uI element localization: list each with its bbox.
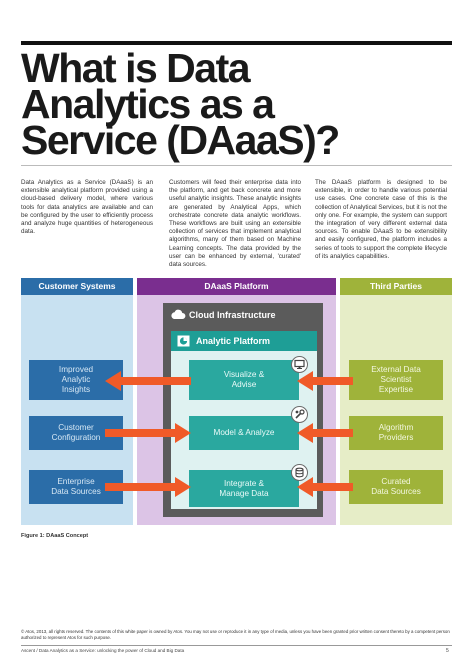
database-icon (291, 464, 308, 481)
figure-caption: Figure 1: DAaaS Concept (21, 533, 89, 539)
plat-box-3-line-2: Manage Data (219, 488, 269, 498)
arrow-algorithms-to-platform (297, 423, 353, 443)
page-title: What is Data Analytics as a Service (DAa… (21, 48, 461, 161)
intro-column-1: Data Analytics as a Service (DAaaS) is a… (21, 179, 153, 236)
third-box-3-line-2: Data Sources (371, 487, 421, 496)
title-line-3: Service (DAaaS)? (21, 117, 340, 163)
integrate-manage-box: Integrate &Manage Data (189, 470, 299, 507)
model-analyze-box: Model & Analyze (189, 416, 299, 450)
daaas-diagram: Customer Systems DAaaS Platform Third Pa… (21, 278, 452, 529)
footer-rule (21, 645, 452, 646)
cust-box-2-line-1: Customer (58, 423, 94, 432)
cloud-infrastructure-header: Cloud Infrastructure (163, 303, 323, 327)
page-number: 5 (446, 648, 449, 654)
top-rule (21, 41, 452, 45)
third-box-1-line-2: Scientist (380, 375, 412, 384)
plat-box-3-line-1: Integrate & (223, 478, 265, 488)
daaas-platform-header: DAaaS Platform (137, 278, 336, 295)
wrench-gear-icon (291, 406, 308, 423)
cust-box-1-line-2: Analytic (61, 375, 91, 384)
title-line-2: Analytics as a (21, 81, 275, 127)
analytic-platform-header: Analytic Platform (171, 331, 317, 351)
cust-box-1-line-1: Improved (58, 365, 94, 374)
cloud-infrastructure-label: Cloud Infrastructure (189, 310, 276, 320)
analytic-platform-label: Analytic Platform (196, 336, 271, 346)
intro-column-3: The DAaaS platform is designed to be ext… (315, 179, 447, 260)
customer-systems-header: Customer Systems (21, 278, 133, 295)
third-box-2-line-2: Providers (378, 433, 414, 442)
cloud-icon (171, 309, 186, 319)
cust-box-3-line-2: Data Sources (51, 487, 101, 496)
monitor-icon (291, 356, 308, 373)
arrow-curated-to-platform (297, 477, 353, 497)
copyright-notice: © Atos, 2013, all rights reserved. The c… (21, 629, 450, 640)
cust-box-1-line-3: Insights (61, 385, 91, 394)
arrow-expertise-to-platform (297, 371, 353, 391)
third-box-2-line-1: Algorithm (378, 423, 414, 432)
arrow-insights-to-customer (105, 371, 191, 391)
title-divider (21, 165, 452, 166)
arrow-enterprise-to-platform (105, 477, 191, 497)
plat-box-1-line-1: Visualize & (223, 370, 265, 379)
intro-column-2: Customers will feed their enterprise dat… (169, 179, 301, 269)
visualize-advise-box: Visualize &Advise (189, 360, 299, 400)
cust-box-3-line-1: Enterprise (57, 477, 95, 486)
pie-chart-icon (177, 335, 190, 347)
footer-text: Ascent / Data Analytics as a Service: un… (21, 648, 185, 653)
title-line-1: What is Data (21, 45, 251, 91)
third-parties-header: Third Parties (340, 278, 452, 295)
cust-box-2-line-2: Configuration (51, 433, 101, 442)
third-box-1-line-1: External Data (371, 365, 421, 374)
third-box-1-line-3: Expertise (378, 385, 414, 394)
plat-box-2-line-1: Model & Analyze (213, 428, 275, 437)
plat-box-1-line-2: Advise (231, 380, 257, 389)
arrow-config-to-platform (105, 423, 191, 443)
third-box-3-line-1: Curated (381, 477, 411, 486)
